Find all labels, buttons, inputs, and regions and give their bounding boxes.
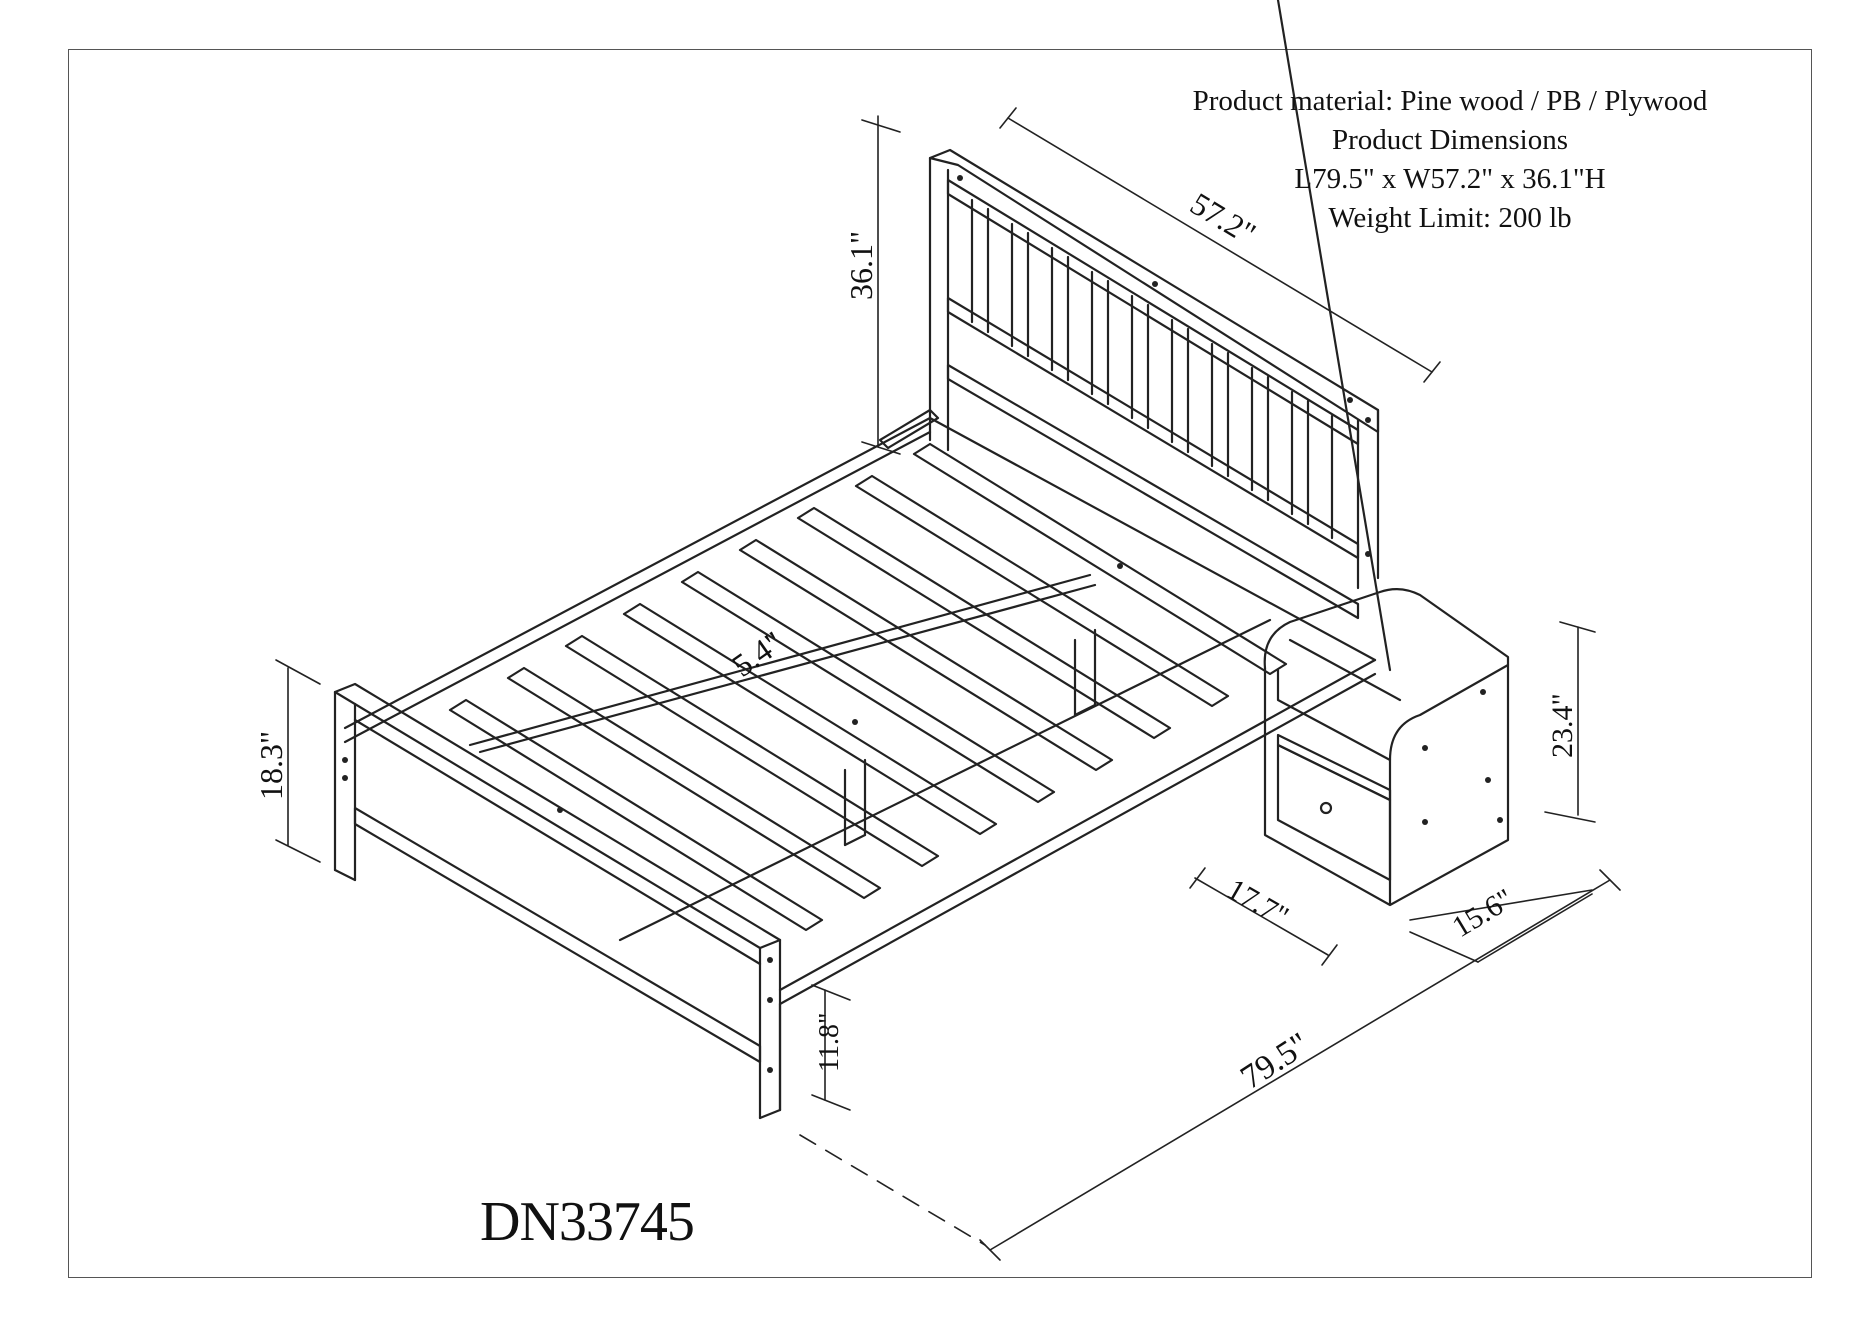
footboard-height-label: 18.3"	[253, 731, 289, 800]
slat-spacing-label: 5.4"	[725, 624, 789, 684]
footboard	[333, 682, 782, 1120]
bed-length-label: 79.5"	[1234, 1026, 1316, 1097]
clearance-height-label: 11.8"	[814, 1013, 845, 1072]
dimension-lines	[275, 107, 1621, 1261]
material-text: Product material: Pine wood / PB / Plywo…	[1192, 85, 1708, 117]
headboard-height-label: 36.1"	[843, 231, 879, 300]
bolt-holes	[342, 175, 1503, 1073]
drawing-border	[68, 49, 1812, 1278]
nightstand-width-label: 17.7"	[1222, 872, 1295, 933]
dimensions-text: L79.5" x W57.2" x 36.1"H	[1294, 163, 1606, 195]
bed-slats	[448, 442, 1288, 942]
headboard-slats	[970, 198, 1334, 540]
side-rails	[343, 408, 1377, 1112]
nightstand-depth-label: 15.6"	[1447, 882, 1519, 944]
product-specs: Product material: Pine wood / PB / Plywo…	[1120, 82, 1780, 238]
weight-limit-text: Weight Limit: 200 lb	[1328, 202, 1572, 234]
dimensions-title: Product Dimensions	[1331, 124, 1569, 156]
nightstand-height-label: 23.4"	[1546, 693, 1579, 758]
center-support-legs	[843, 628, 1097, 847]
nightstand	[1263, 0, 1510, 907]
model-number: DN33745	[480, 1191, 695, 1253]
headboard	[928, 148, 1380, 620]
